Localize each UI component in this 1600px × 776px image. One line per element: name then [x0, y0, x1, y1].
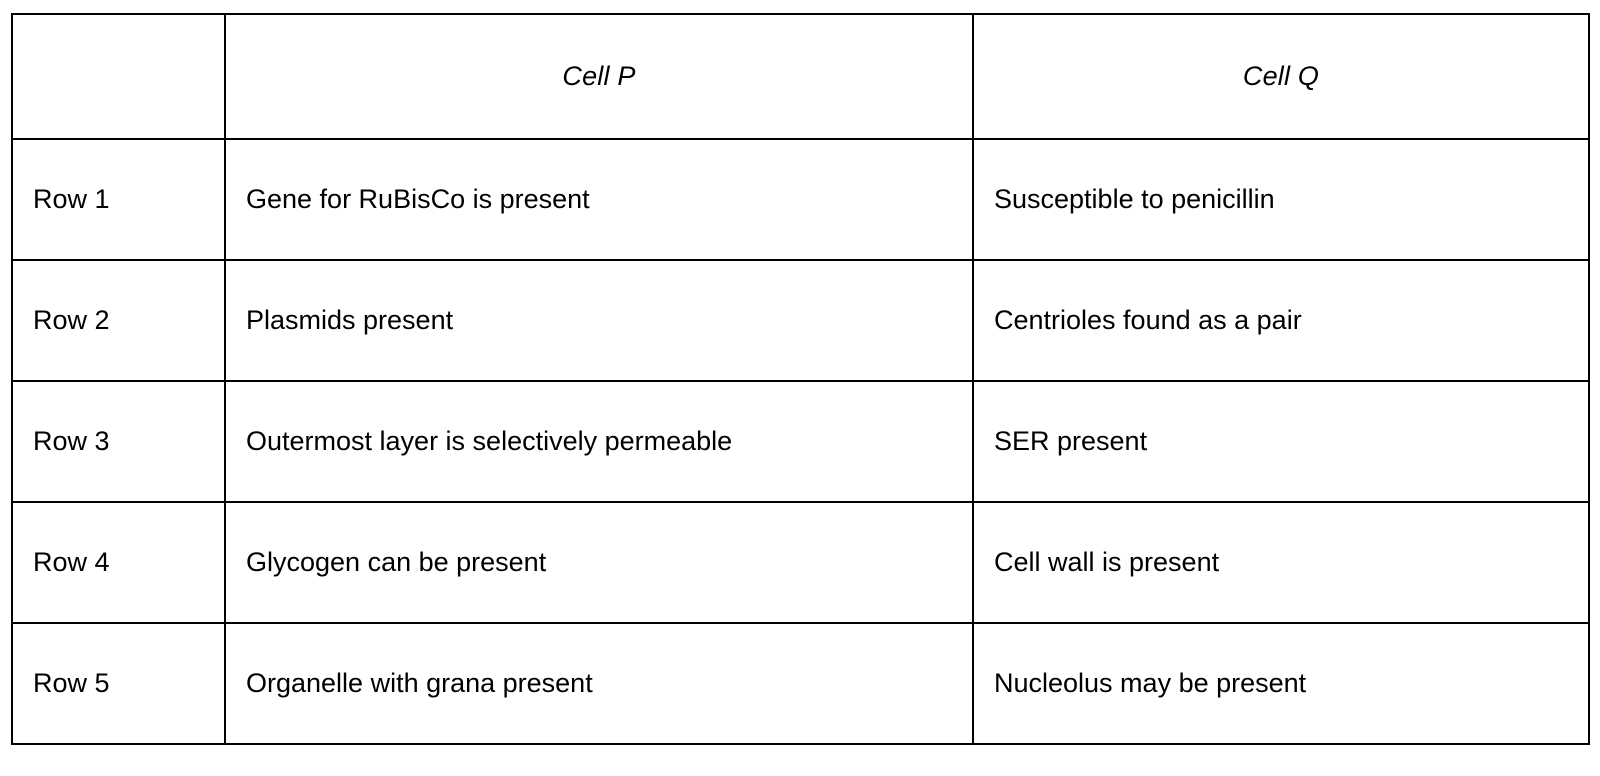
table-body: Row 1 Gene for RuBisCo is present Suscep…	[11, 138, 1590, 745]
cell-p-value: Outermost layer is selectively permeable	[224, 380, 974, 503]
cell-q-value: Susceptible to penicillin	[972, 138, 1590, 261]
column-header-cell-q: Cell Q	[972, 13, 1590, 140]
table-row: Row 5 Organelle with grana present Nucle…	[11, 622, 1590, 745]
row-label: Row 4	[11, 501, 226, 624]
cell-q-value: Centrioles found as a pair	[972, 259, 1590, 382]
cell-p-value: Organelle with grana present	[224, 622, 974, 745]
row-label: Row 3	[11, 380, 226, 503]
row-label: Row 2	[11, 259, 226, 382]
cell-comparison-table: Cell P Cell Q Row 1 Gene for RuBisCo is …	[11, 13, 1590, 745]
row-label: Row 1	[11, 138, 226, 261]
cell-q-value: SER present	[972, 380, 1590, 503]
table-corner-cell	[11, 13, 226, 140]
table-row: Row 1 Gene for RuBisCo is present Suscep…	[11, 138, 1590, 261]
cell-p-value: Gene for RuBisCo is present	[224, 138, 974, 261]
cell-q-value: Cell wall is present	[972, 501, 1590, 624]
row-label: Row 5	[11, 622, 226, 745]
table-row: Row 4 Glycogen can be present Cell wall …	[11, 501, 1590, 624]
table-row: Row 3 Outermost layer is selectively per…	[11, 380, 1590, 503]
table-header: Cell P Cell Q	[11, 13, 1590, 140]
table-header-row: Cell P Cell Q	[11, 13, 1590, 140]
table-row: Row 2 Plasmids present Centrioles found …	[11, 259, 1590, 382]
cell-p-value: Plasmids present	[224, 259, 974, 382]
cell-q-value: Nucleolus may be present	[972, 622, 1590, 745]
cell-p-value: Glycogen can be present	[224, 501, 974, 624]
column-header-cell-p: Cell P	[224, 13, 974, 140]
